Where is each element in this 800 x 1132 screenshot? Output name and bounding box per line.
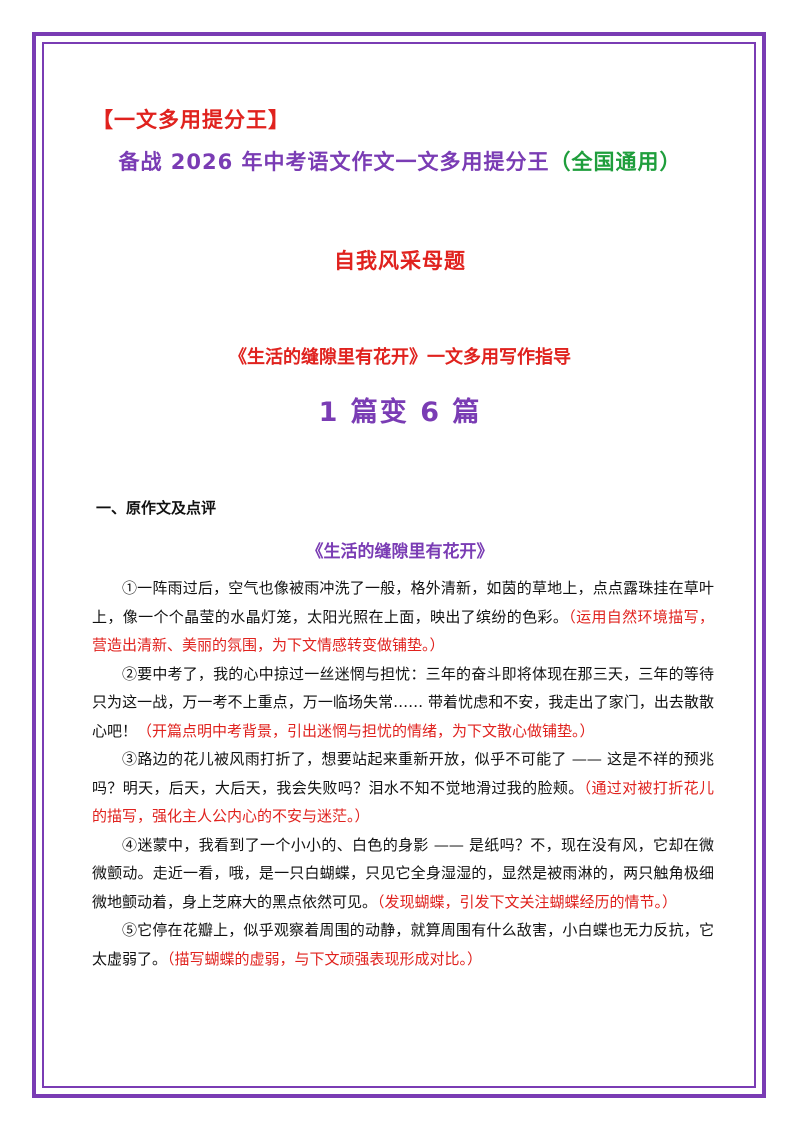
essay-body: ①一阵雨过后，空气也像被雨冲洗了一般，格外清新，如茵的草地上，点点露珠挂在草叶上… — [92, 574, 714, 973]
paragraph-text: ③路边的花儿被风雨打折了，想要站起来重新开放，似乎不可能了 —— 这是不祥的预兆… — [92, 750, 714, 797]
page-title: 备战 2026 年中考语文作文一文多用提分王（全国通用） — [0, 146, 800, 176]
essay-paragraph: ⑤它停在花瓣上，似乎观察着周围的动静，就算周围有什么敌害，小白蝶也无力反抗，它太… — [92, 916, 714, 973]
paragraph-comment: （发现蝴蝶，引发下文关注蝴蝶经历的情节。） — [377, 892, 678, 911]
essay-paragraph: ②要中考了，我的心中掠过一丝迷惘与担忧：三年的奋斗即将体现在那三天，三年的等待只… — [92, 660, 714, 746]
paragraph-text: ①一阵雨过后，空气也像被雨冲洗了一般，格外清新，如茵的草地上，点点露珠挂在草叶上… — [92, 579, 714, 626]
paragraph-comment: （开篇点明中考背景，引出迷惘与担忧的情绪，为下文散心做铺垫。） — [137, 721, 595, 740]
essay-paragraph: ③路边的花儿被风雨打折了，想要站起来重新开放，似乎不可能了 —— 这是不祥的预兆… — [92, 745, 714, 831]
paragraph-comment: （运用自然环境描写，营造出清新、美丽的氛围，为下文情感转变做铺垫。） — [92, 607, 714, 655]
paragraph-comment: （描写蝴蝶的虚弱，与下文顽强表现形成对比。） — [167, 949, 483, 968]
essay-title: 《生活的缝隙里有花开》 — [306, 542, 494, 562]
header-tag: 【一文多用提分王】 — [92, 108, 290, 132]
section-heading: 一、原作文及点评 — [96, 499, 217, 517]
paragraph-text: ⑤它停在花瓣上，似乎观察着周围的动静，就算周围有什么敌害，小白蝶也无力反抗，它太… — [92, 921, 714, 968]
essay-paragraph: ①一阵雨过后，空气也像被雨冲洗了一般，格外清新，如茵的草地上，点点露珠挂在草叶上… — [92, 574, 714, 660]
paragraph-text: ④迷蒙中，我看到了一个小小的、白色的身影 —— 是纸吗？不，现在没有风，它却在微… — [92, 835, 714, 911]
transform-heading: 1 篇变 6 篇 — [318, 397, 482, 428]
page-title-main: 备战 2026 年中考语文作文一文多用提分王 — [118, 150, 550, 174]
paragraph-comment: （通过对被打折花儿的描写，强化主人公内心的不安与迷茫。） — [92, 778, 714, 826]
paragraph-text: ②要中考了，我的心中掠过一丝迷惘与担忧：三年的奋斗即将体现在那三天，三年的等待只… — [92, 664, 714, 740]
page-border-outer — [32, 32, 766, 1098]
page-title-suffix: （全国通用） — [549, 150, 682, 174]
page-border-inner — [42, 42, 756, 1088]
topic-heading: 自我风采母题 — [334, 249, 466, 273]
guide-heading: 《生活的缝隙里有花开》一文多用写作指导 — [229, 347, 571, 368]
essay-paragraph: ④迷蒙中，我看到了一个小小的、白色的身影 —— 是纸吗？不，现在没有风，它却在微… — [92, 831, 714, 917]
